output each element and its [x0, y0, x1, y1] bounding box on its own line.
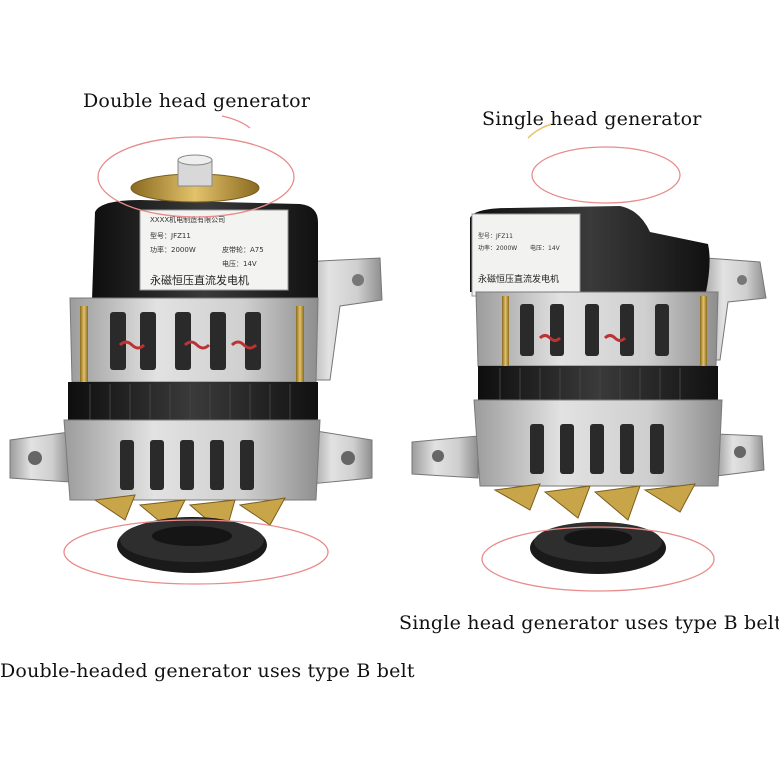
plate-left-line-6: XXXX机电制造有限公司: [150, 215, 225, 224]
plate-left-line-2: 型号：JFZ11: [150, 231, 191, 240]
single-head-generator: 型号：JFZ11 功率：2000W 电压：14V 永磁恒压直流发电机: [411, 206, 767, 574]
caption-double-head-belt: Double-headed generator uses type B belt: [0, 660, 415, 682]
plate-left-line-1: 永磁恒压直流发电机: [150, 273, 249, 287]
highlight-ellipse-single-top: [531, 146, 681, 204]
caption-single-head-title: Single head generator: [482, 108, 702, 130]
caption-single-head-belt: Single head generator uses type B belt: [399, 612, 779, 634]
plate-left-line-3: 功率：2000W: [150, 245, 196, 254]
highlight-ellipse-single-pulley: [481, 526, 715, 592]
caption-double-head-title: Double head generator: [83, 90, 311, 112]
plate-left-line-5: 电压：14V: [222, 259, 257, 268]
highlight-ellipse-double-top: [97, 136, 295, 218]
plate-left-line-4: 皮带轮：A75: [222, 245, 264, 254]
plate-right-line-1: 永磁恒压直流发电机: [478, 273, 559, 285]
leader-line-double: [221, 115, 251, 129]
plate-right-line-3: 功率：2000W: [478, 244, 517, 252]
highlight-annotations: [63, 115, 715, 592]
leader-line-single: [527, 123, 553, 139]
highlight-ellipse-double-pulley: [63, 519, 329, 585]
plate-right-line-2: 型号：JFZ11: [478, 232, 513, 240]
plate-right-line-4: 电压：14V: [530, 244, 561, 252]
double-head-generator: XXXX机电制造有限公司 型号：JFZ11 功率：2000W 皮带轮：A75 电…: [9, 154, 383, 573]
